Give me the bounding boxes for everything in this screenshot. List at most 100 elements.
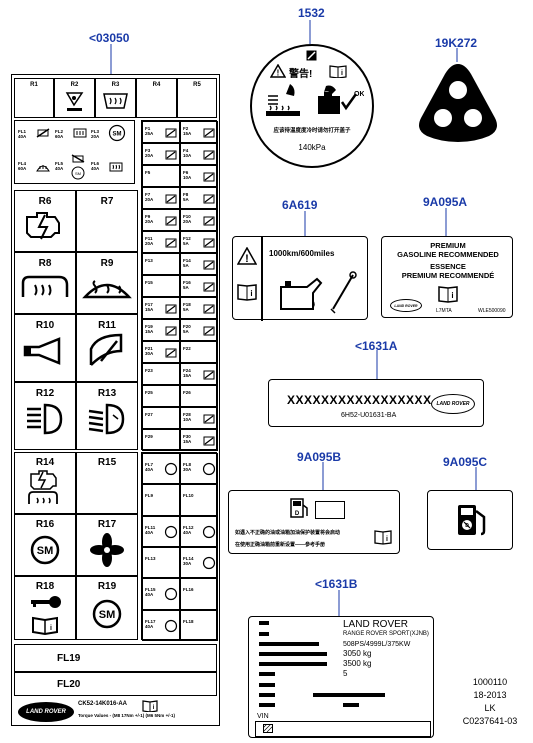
rear-window-heat-icon: [21, 275, 69, 297]
fuel-cn-label: D 如遇入不正确的油或油箱加油保护装置将会启动 在使用正确油箱前重新设置——参考…: [228, 490, 400, 554]
footer-line3: LK: [484, 703, 496, 713]
callout-warning-label: 1532: [298, 6, 325, 20]
relay-label: R15: [97, 457, 117, 468]
svg-text:SM: SM: [37, 545, 54, 557]
fuse-symbol-icon: [165, 304, 177, 314]
callout-connector: 19K272: [435, 36, 478, 50]
fuse-symbol-icon: [203, 326, 215, 336]
fuse-cell: F13: [142, 253, 180, 275]
fuse-cell: F5: [142, 165, 180, 187]
fuse-label: F25: [145, 390, 153, 395]
fuel-icon-label: D: [427, 490, 513, 550]
redacted-block: [259, 642, 319, 646]
vin-plate-weight2: 3500 kg: [343, 659, 372, 668]
vin-plate-model: RANGE ROVER SPORT(XJNB): [343, 631, 429, 637]
key-book-icons: i: [31, 596, 61, 636]
svg-text:SM: SM: [75, 171, 81, 176]
fuse-symbol-icon: [165, 348, 177, 358]
relay-label: R3: [111, 82, 120, 88]
callout-fuel-cn: 9A095B: [297, 450, 342, 464]
relay-label: R4: [152, 82, 161, 88]
fuse-fl19: FL19: [14, 644, 217, 672]
fuse-symbol-icon: [165, 150, 177, 160]
relay-label: R19: [97, 581, 117, 592]
fuel-line1: PREMIUM: [430, 241, 466, 250]
callout-service-label: 6A619: [282, 198, 318, 212]
fuse-cell: F26: [180, 385, 218, 407]
relay-label: R13: [97, 388, 117, 399]
vin-plate-brand: LAND ROVER: [343, 619, 409, 630]
horn-icon: [23, 337, 61, 365]
fuse-label: F23: [145, 368, 153, 373]
svg-text:!: !: [277, 69, 280, 78]
redacted-block: [259, 693, 275, 697]
hot-coolant-icon: [266, 84, 300, 116]
fuse-cell: FL13: [142, 547, 180, 579]
sm-icon: SM: [92, 599, 122, 629]
warning-triangle-icon: !: [237, 247, 257, 265]
fuse-label: F5: [145, 170, 151, 175]
headlamp-dip-icon: [88, 403, 125, 435]
fuse-cell: F27: [142, 407, 180, 429]
fuse-symbol-icon: [165, 194, 177, 204]
wiper-heat-icon: [73, 128, 87, 138]
callout-fuel-label: 9A095A: [423, 195, 468, 209]
warning-text: 应该待温度度冷时请勿打开盖子: [273, 128, 351, 134]
fuse-label: FL10: [183, 493, 194, 499]
relay-label: R10: [35, 320, 55, 331]
fuel-cn-line2: 在使用正确油箱前重新设置——参考手册: [235, 542, 326, 548]
vin-label-small: XXXXXXXXXXXXXXXXX 6H52-U01631-BA LAND RO…: [268, 379, 484, 427]
fuse-circle-icon: [202, 556, 216, 570]
warning-title: 警告!: [289, 69, 313, 80]
sm-icon: SM: [30, 535, 60, 565]
svg-text:D: D: [295, 511, 300, 517]
relay-label: R2: [70, 82, 79, 88]
fuse-cell: F22: [180, 341, 218, 363]
fuse-circle-icon: [164, 588, 178, 601]
manual-icon: i: [374, 530, 392, 545]
fusebox-relay-grid: R6 R7 R8 R9 R10 R11 R12 R13: [14, 190, 138, 450]
vin-plate-vin-label: VIN: [257, 713, 269, 720]
fuse-label: F22: [183, 346, 191, 351]
fuse-symbol-icon: [165, 128, 177, 138]
fuel-line2: GASOLINE RECOMMENDED: [397, 250, 499, 259]
drawing-footer: 1000110 18-2013 LK C0237641-03: [450, 676, 530, 728]
fuse-symbol-icon: [203, 128, 215, 138]
fuse-cell: FL9: [142, 484, 180, 516]
fuel-cn-line1: 如遇入不正确的油或油箱加油保护装置将会启动: [235, 530, 341, 536]
fuel-code1: L7MTA: [436, 308, 452, 314]
coolant-warning-label: ! 警告! i OK 应该待温度度冷时请勿打开盖子 140kPa: [250, 44, 374, 168]
relay-label: R11: [98, 320, 116, 331]
fuse-label: F15: [145, 280, 153, 285]
sm-icon: SM: [108, 124, 126, 142]
fusebox-footer: LAND ROVER CK52-14K016-AA i Torque Value…: [14, 698, 217, 724]
relay-label: R1: [30, 82, 38, 88]
vin-plate-seats: 5: [343, 669, 348, 678]
fusebox-lower-relays: R14 R15 R16 SM R17 R18 i R19 SM: [14, 452, 138, 640]
fuse-symbol-icon: [203, 282, 215, 292]
svg-text:i: i: [341, 70, 343, 77]
vin-placeholder: XXXXXXXXXXXXXXXXX: [287, 393, 432, 407]
relay-label: R16: [35, 519, 55, 530]
fan-icon: [90, 533, 124, 567]
